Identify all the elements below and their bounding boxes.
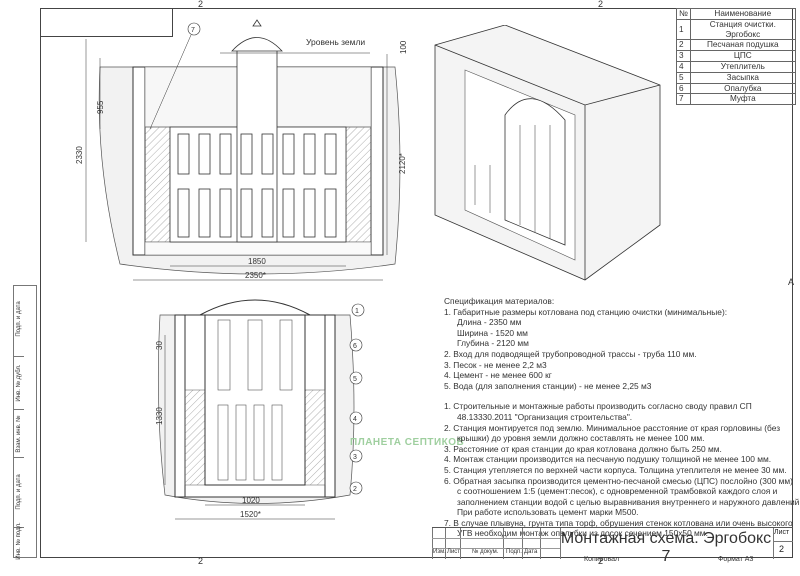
- dim-side-top: 30: [155, 341, 164, 350]
- zone-marker: 2: [198, 556, 204, 566]
- dim-inlet-height: 955: [96, 100, 105, 114]
- dim-side-station-width: 1020: [242, 496, 260, 505]
- svg-text:5: 5: [353, 376, 357, 383]
- cps-left: [144, 126, 171, 243]
- copied-label: Копировал: [584, 556, 620, 563]
- dim-pit-width: 1520*: [240, 510, 261, 519]
- station-rib: [261, 188, 274, 238]
- ground-level-label: Уровень земли: [306, 37, 365, 47]
- zone-marker: 2: [598, 556, 604, 566]
- svg-text:4: 4: [353, 416, 357, 423]
- station-rib: [177, 188, 190, 238]
- format-label: Формат А3: [718, 556, 754, 563]
- station-rib: [282, 133, 295, 175]
- dim-pit-depth: 2120*: [398, 153, 407, 174]
- station-rib: [303, 133, 316, 175]
- station-rib: [324, 133, 337, 175]
- side-stamp: Подп. и дата Инв. № дубл. Взам. инв. № П…: [13, 285, 37, 560]
- zone-marker: 2: [198, 0, 204, 9]
- isometric-view: [434, 25, 661, 281]
- dim-total-height: 2330: [75, 146, 84, 164]
- station-rib: [198, 133, 211, 175]
- station-rib: [324, 188, 337, 238]
- svg-text:3: 3: [353, 454, 357, 461]
- zone-marker: 2: [598, 0, 604, 9]
- callouts: 1 6 5 4 3 2: [349, 303, 365, 495]
- svg-text:6: 6: [353, 343, 357, 350]
- drawing-frame: [40, 8, 793, 558]
- station-rib: [261, 133, 274, 175]
- dim-top-clearance: 100: [399, 40, 408, 54]
- drawing-title: Монтажная схема. Эргобокс 7: [560, 530, 772, 565]
- spec-title: Спецификация материалов:: [444, 296, 555, 306]
- callout-7: 7: [191, 27, 195, 34]
- top-stamp-box: [40, 8, 173, 37]
- sheet-label: Лист: [774, 529, 790, 536]
- station-rib: [240, 133, 253, 175]
- notes: 1. Строительные и монтажные работы произ…: [444, 401, 800, 539]
- zone-marker: A: [788, 277, 795, 287]
- station-body: [169, 19, 347, 243]
- svg-text:1: 1: [355, 308, 359, 315]
- dim-station-width: 1850: [248, 257, 266, 266]
- sand-cushion: [144, 241, 372, 256]
- station-rib: [282, 188, 295, 238]
- front-section-drawing: Уровень земли 7 955 2330 100 2120* 1850 …: [75, 19, 408, 281]
- station-rib: [198, 188, 211, 238]
- dim-side-height: 1330: [155, 407, 164, 425]
- station-rib: [303, 188, 316, 238]
- watermark: ПЛАНЕТА СЕПТИКОВ: [350, 437, 465, 448]
- sheet-number: 2: [779, 544, 785, 554]
- station-rib: [177, 133, 190, 175]
- cps-right: [345, 126, 372, 243]
- station-rib: [240, 188, 253, 238]
- station-rib: [219, 188, 232, 238]
- title-block: Изм. Лист № докум. Подп. Дата Лист 2: [432, 527, 793, 559]
- specification: Спецификация материалов: 1. Габаритные р…: [444, 296, 800, 539]
- side-section-drawing: 30 1330 1020 1520* 1 6 5 4 3 2: [155, 299, 365, 520]
- station-rib: [219, 133, 232, 175]
- dim-pit-length: 2350*: [245, 271, 266, 280]
- svg-text:2: 2: [353, 486, 357, 493]
